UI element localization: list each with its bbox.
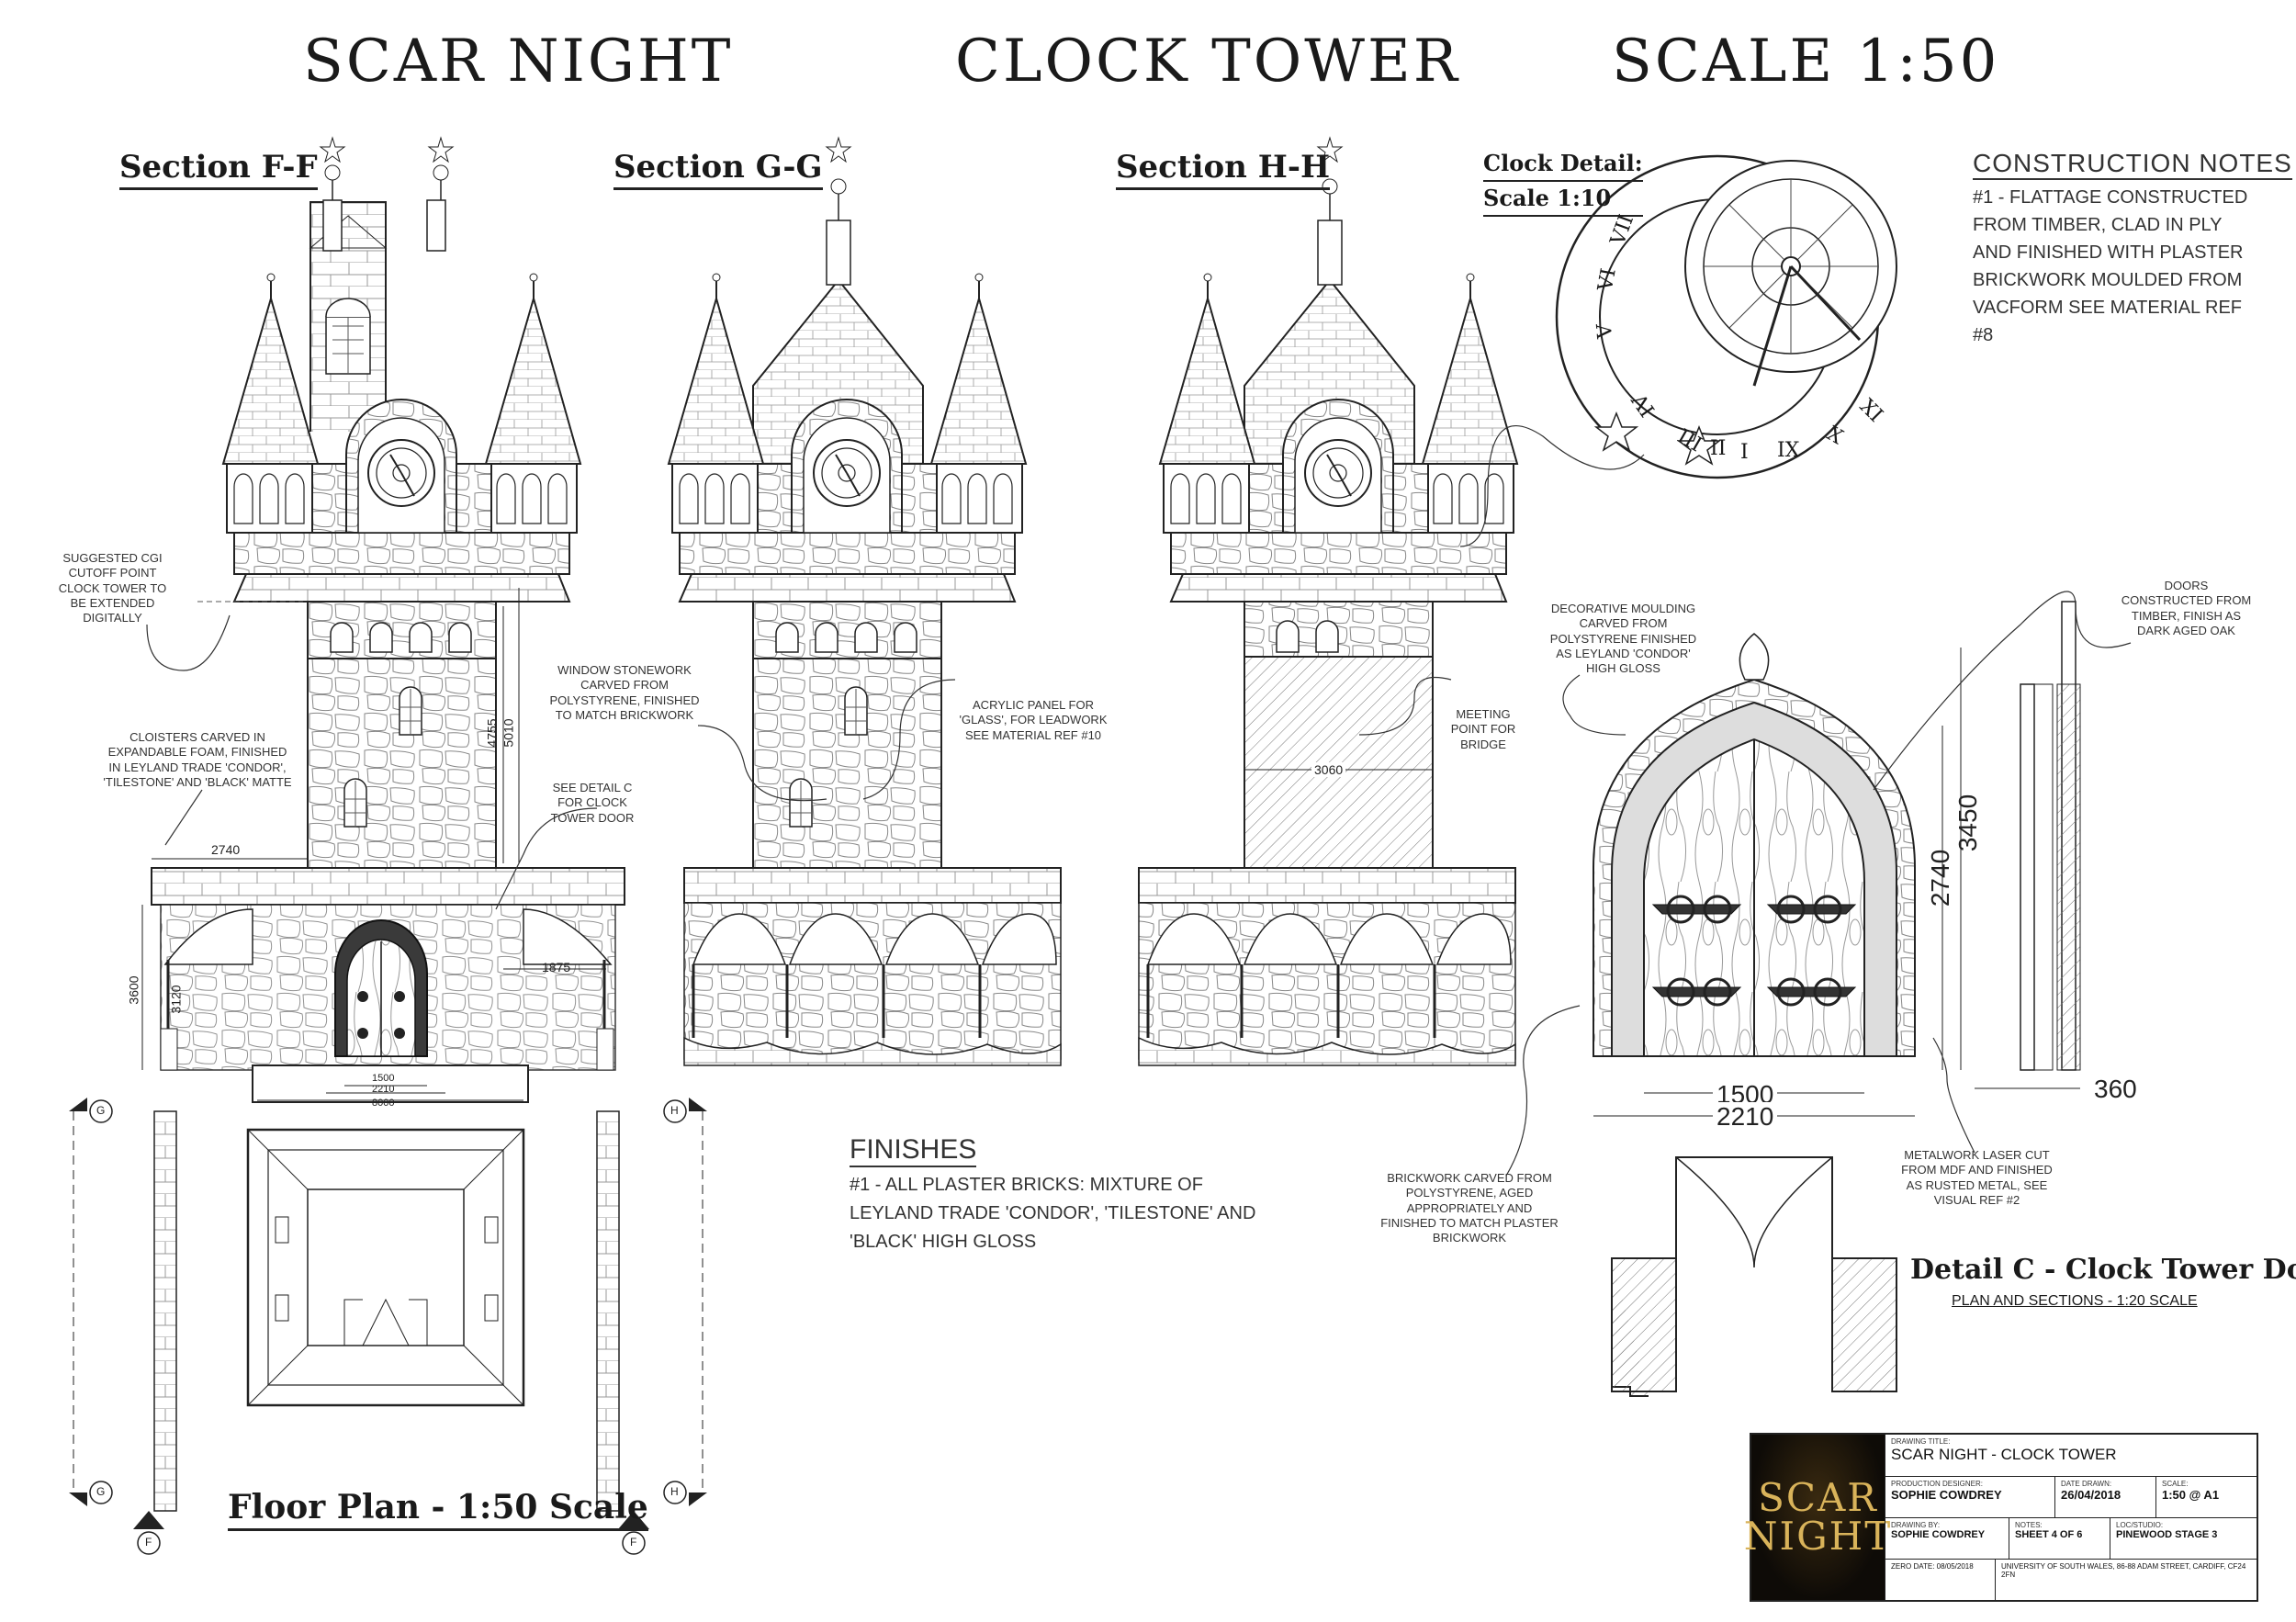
tb-date: 26/04/2018 <box>2061 1488 2122 1502</box>
marker-f-right: F <box>630 1536 637 1549</box>
clock-detail-drawing <box>1459 154 1897 547</box>
section-hh-drawing <box>1138 136 1518 1066</box>
section-ff-label: Section F-F <box>119 149 318 190</box>
note-acrylic-panel: ACRYLIC PANEL FOR 'GLASS', FOR LEADWORK … <box>959 698 1108 742</box>
note-cloisters: CLOISTERS CARVED IN EXPANDABLE FOAM, FIN… <box>103 730 292 789</box>
clock-detail-scale: Scale 1:10 <box>1483 182 1643 217</box>
tb-notes-cell: NOTES: SHEET 4 OF 6 <box>2009 1517 2110 1559</box>
tb-scale-cell: SCALE: 1:50 @ A1 <box>2155 1476 2257 1517</box>
section-gg-drawing <box>668 136 1062 1066</box>
note-see-detail-c: SEE DETAIL C FOR CLOCK TOWER DOOR <box>550 781 635 825</box>
clock-numeral-vi: VI <box>1593 266 1621 293</box>
tb-loc: PINEWOOD STAGE 3 <box>2116 1529 2218 1540</box>
marker-g-bottom: G <box>96 1485 106 1498</box>
dim-ff-height-b: 5010 <box>501 718 516 748</box>
tb-drawing-title-cell: DRAWING TITLE: SCAR NIGHT - CLOCK TOWER <box>1885 1435 2257 1476</box>
dim-ff-arch-h2: 3120 <box>168 985 184 1014</box>
title-block: SCAR NIGHT DRAWING TITLE: SCAR NIGHT - C… <box>1744 1433 2258 1602</box>
dim-ff-door-1: 1500 <box>372 1073 395 1084</box>
marker-g-top: G <box>96 1104 106 1117</box>
dim-door-h1: 2740 <box>1926 849 1955 907</box>
clock-numeral-i: I <box>1740 441 1749 464</box>
logo-line-2: NIGHT <box>1743 1514 1893 1559</box>
tb-designer-cell: PRODUCTION DESIGNER: SOPHIE COWDREY <box>1885 1476 2054 1517</box>
dim-door-w2: 2210 <box>1713 1102 1778 1132</box>
tb-loc-cell: LOC/STUDIO: PINEWOOD STAGE 3 <box>2110 1517 2257 1559</box>
dim-ff-door-3: 8000 <box>372 1098 395 1109</box>
title-clock-tower: CLOCK TOWER <box>955 28 1460 96</box>
tb-drawn-by-cell: DRAWING BY: SOPHIE COWDREY <box>1885 1517 2009 1559</box>
note-window-stonework: WINDOW STONEWORK CARVED FROM POLYSTYRENE… <box>549 663 700 722</box>
tb-date-key: DATE DRAWN: <box>2061 1480 2112 1488</box>
marker-h-top: H <box>670 1104 679 1117</box>
dim-door-h2: 3450 <box>1953 794 1983 852</box>
leader-lines <box>146 591 2132 1177</box>
floor-plan-drawing <box>69 1098 707 1555</box>
clock-numeral-ii: II <box>1710 437 1727 460</box>
detail-c-title: Detail C - Clock Tower Door <box>1910 1254 2296 1286</box>
tb-zero-date: ZERO DATE: 08/05/2018 <box>1891 1562 1974 1571</box>
clock-numeral-v: V <box>1593 322 1618 340</box>
tb-drawing-title: SCAR NIGHT - CLOCK TOWER <box>1891 1446 2117 1463</box>
detail-c-subtitle: PLAN AND SECTIONS - 1:20 SCALE <box>1952 1293 2198 1309</box>
tb-drawn-by-key: DRAWING BY: <box>1891 1521 1941 1529</box>
construction-notes-body: #1 - FLATTAGE CONSTRUCTED FROM TIMBER, C… <box>1973 187 2248 345</box>
tb-address-cell: UNIVERSITY OF SOUTH WALES, 86-88 ADAM ST… <box>1995 1559 2257 1600</box>
logo-line-1: SCAR <box>1758 1475 1878 1520</box>
clock-detail-label: Clock Detail: Scale 1:10 <box>1483 147 1643 217</box>
clock-detail-title: Clock Detail: <box>1483 147 1643 182</box>
note-metalwork: METALWORK LASER CUT FROM MDF AND FINISHE… <box>1901 1148 2053 1207</box>
finishes-title: FINISHES <box>850 1134 977 1167</box>
note-meeting-point: MEETING POINT FOR BRIDGE <box>1450 707 1516 751</box>
tb-address: UNIVERSITY OF SOUTH WALES, 86-88 ADAM ST… <box>2001 1562 2246 1579</box>
scar-night-logo: SCAR NIGHT <box>1744 1435 1890 1600</box>
marker-h-bottom: H <box>670 1485 679 1498</box>
tb-loc-key: LOC/STUDIO: <box>2116 1521 2164 1529</box>
tb-date-cell: DATE DRAWN: 26/04/2018 <box>2054 1476 2155 1517</box>
note-doors-constructed: DOORS CONSTRUCTED FROM TIMBER, FINISH AS… <box>2121 579 2252 637</box>
finishes-body: #1 - ALL PLASTER BRICKS: MIXTURE OF LEYL… <box>850 1175 1256 1252</box>
tb-notes: SHEET 4 OF 6 <box>2015 1529 2083 1540</box>
door-detail-drawing <box>1593 601 2081 1397</box>
dim-ff-side: 1875 <box>542 960 571 974</box>
tb-designer-key: PRODUCTION DESIGNER: <box>1891 1480 1984 1488</box>
tb-designer: SOPHIE COWDREY <box>1891 1488 2002 1502</box>
section-hh-label: Section H-H <box>1116 149 1331 190</box>
dim-ff-arch-h1: 3600 <box>126 975 141 1005</box>
tb-zero-date-cell: ZERO DATE: 08/05/2018 <box>1885 1559 1995 1600</box>
floor-plan-label: Floor Plan - 1:50 Scale <box>228 1488 648 1531</box>
construction-notes-title: CONSTRUCTION NOTES <box>1973 149 2292 180</box>
tb-drawing-title-key: DRAWING TITLE: <box>1891 1437 1951 1446</box>
dim-hh-width: 3060 <box>1311 762 1346 777</box>
section-ff-drawing <box>141 136 625 1103</box>
dim-ff-width-top: 2740 <box>211 842 241 857</box>
tb-drawn-by: SOPHIE COWDREY <box>1891 1529 1986 1540</box>
title-scar-night: SCAR NIGHT <box>303 28 734 96</box>
clock-numeral-ix: IX <box>1777 439 1800 462</box>
tb-scale: 1:50 @ A1 <box>2162 1488 2220 1502</box>
tb-scale-key: SCALE: <box>2162 1480 2189 1488</box>
dim-ff-height-a: 4755 <box>484 718 500 748</box>
note-brickwork-carved: BRICKWORK CARVED FROM POLYSTYRENE, AGED … <box>1380 1171 1559 1245</box>
title-scale: SCALE 1:50 <box>1612 28 2000 96</box>
section-gg-label: Section G-G <box>613 149 823 190</box>
tb-notes-key: NOTES: <box>2015 1521 2043 1529</box>
dim-ff-door-2: 2210 <box>372 1084 395 1095</box>
note-cgi-cutoff: SUGGESTED CGI CUTOFF POINT CLOCK TOWER T… <box>58 551 167 625</box>
dim-door-depth: 360 <box>2094 1075 2137 1103</box>
note-decorative-moulding: DECORATIVE MOULDING CARVED FROM POLYSTYR… <box>1549 602 1697 675</box>
marker-f-left: F <box>145 1536 152 1549</box>
